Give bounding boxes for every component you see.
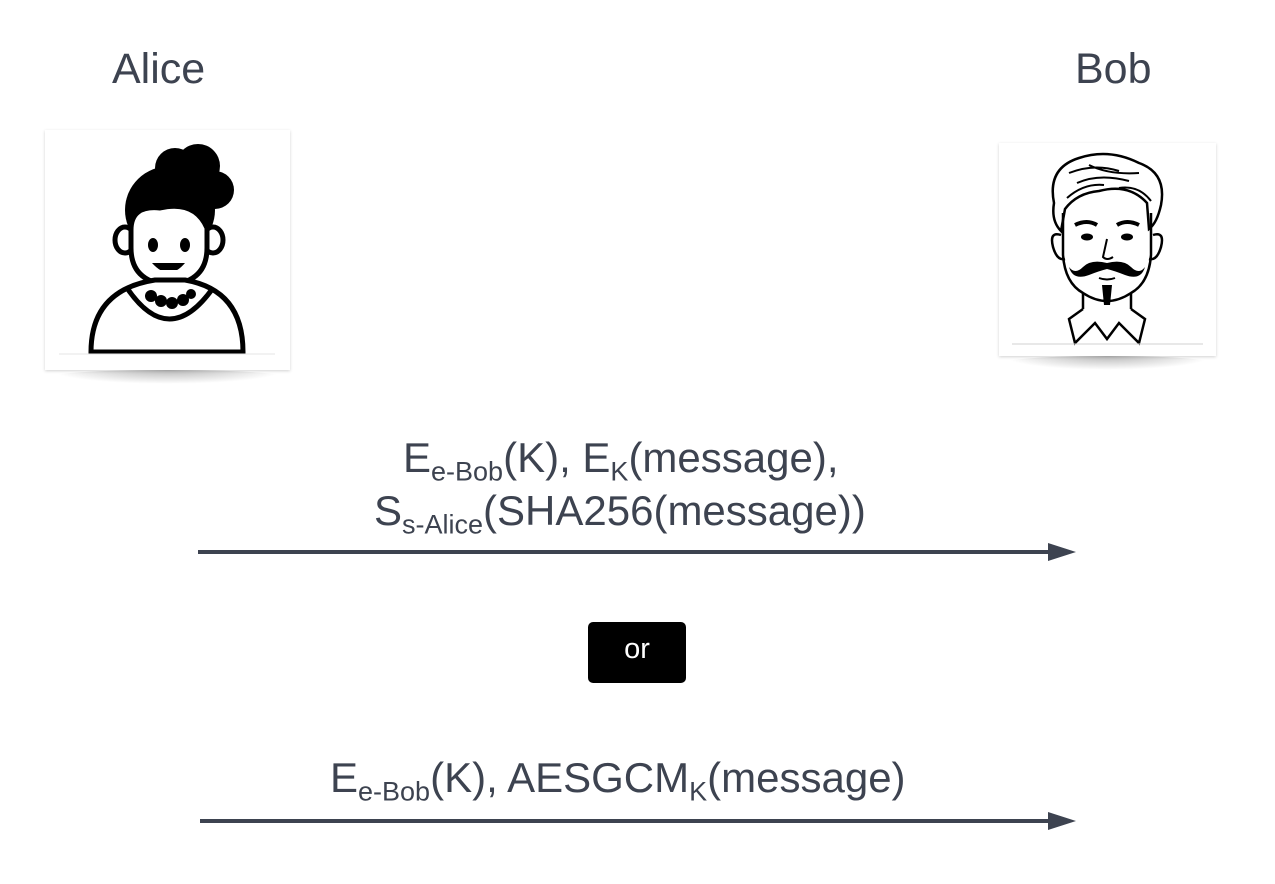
message-2-rest: (message)	[707, 754, 906, 801]
message-1-line-1: Ee-Bob(K), EK(message),	[403, 434, 839, 486]
message-1-key-part: (K), E	[503, 434, 611, 481]
man-with-mustache-avatar-icon	[1012, 152, 1203, 346]
encryption-symbol: E	[403, 434, 432, 481]
bob-key-subscript: e-Bob	[358, 776, 431, 807]
message-2-line-1: Ee-Bob(K), AESGCMK(message)	[330, 754, 906, 806]
alice-key-subscript: s-Alice	[402, 509, 484, 540]
bob-portrait	[999, 143, 1216, 370]
woman-avatar-icon	[59, 144, 275, 355]
bob-key-subscript: e-Bob	[431, 456, 504, 487]
message-1-rest: (message),	[628, 434, 839, 481]
signature-rest: (SHA256(message))	[483, 487, 866, 534]
symmetric-key-subscript: K	[689, 776, 708, 807]
or-separator: or	[588, 622, 686, 683]
alice-label: Alice	[112, 45, 206, 93]
encryption-symbol: E	[330, 754, 359, 801]
aesgcm-part: (K), AESGCM	[430, 754, 690, 801]
symmetric-key-subscript: K	[610, 456, 629, 487]
message-1-arrow	[198, 543, 1076, 561]
message-1-line-2: Ss-Alice(SHA256(message))	[374, 487, 866, 539]
signature-symbol: S	[374, 487, 403, 534]
alice-portrait	[45, 130, 290, 384]
message-2-arrow	[200, 812, 1076, 830]
bob-label: Bob	[1075, 45, 1152, 93]
